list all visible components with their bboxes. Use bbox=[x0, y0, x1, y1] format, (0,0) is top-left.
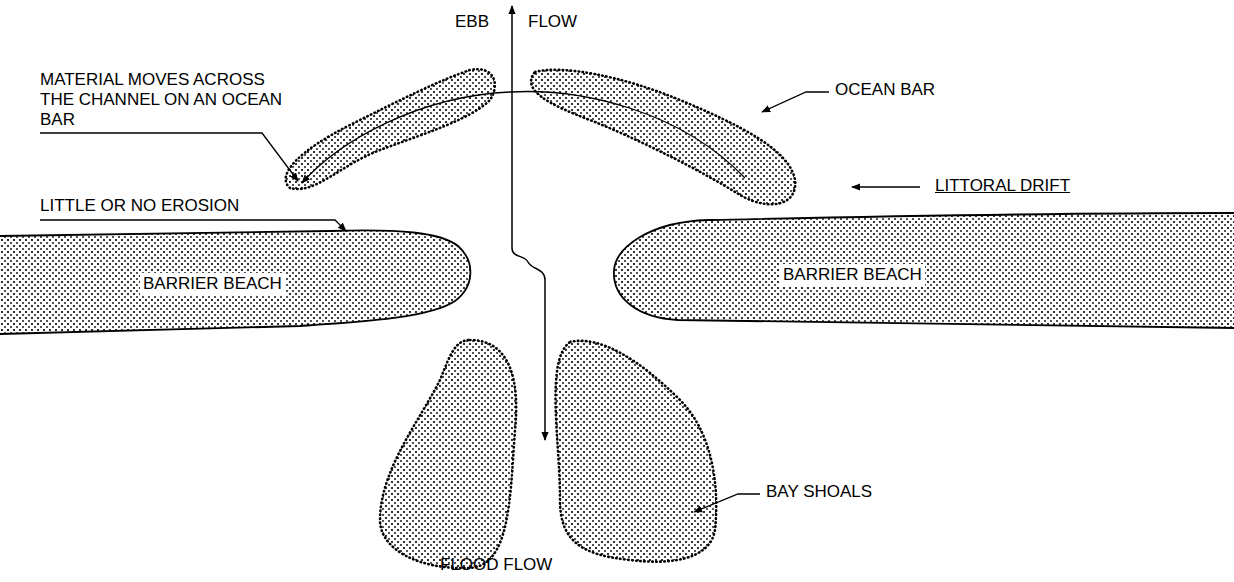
callout-note: LITTLE OR NO EROSION bbox=[40, 196, 239, 216]
bay-shoal bbox=[556, 341, 717, 562]
beach-name: BARRIER BEACH bbox=[140, 273, 285, 295]
flow-arrow bbox=[512, 6, 545, 440]
bay-shoal bbox=[380, 340, 516, 568]
beach-stipple bbox=[0, 230, 470, 334]
ocean-bar bbox=[531, 70, 795, 204]
flow-label: EBB bbox=[455, 12, 489, 32]
feature-label: OCEAN BAR bbox=[835, 80, 935, 100]
sand-path-arrow bbox=[302, 92, 745, 183]
drift-arrow bbox=[852, 186, 920, 188]
beach-shoreline bbox=[0, 230, 470, 334]
feature-label: BAY SHOALS bbox=[766, 482, 872, 502]
flow-label: FLOOD FLOW bbox=[440, 555, 552, 575]
ocean-bar bbox=[286, 69, 495, 189]
leader-line bbox=[762, 92, 829, 112]
beach-shoreline bbox=[614, 213, 1234, 328]
callout-note: MATERIAL MOVES ACROSS THE CHANNEL ON AN … bbox=[40, 70, 290, 130]
leader-line bbox=[40, 220, 346, 231]
leader-line bbox=[40, 133, 298, 181]
beach-name: BARRIER BEACH bbox=[780, 264, 925, 286]
barrier-beach: BARRIER BEACH bbox=[0, 226, 480, 338]
barrier-beach: BARRIER BEACH bbox=[608, 208, 1234, 332]
flow-label: FLOW bbox=[528, 12, 577, 32]
leader-line bbox=[694, 494, 760, 512]
beach-stipple bbox=[614, 213, 1234, 328]
drift-label: LITTORAL DRIFT bbox=[935, 176, 1070, 196]
